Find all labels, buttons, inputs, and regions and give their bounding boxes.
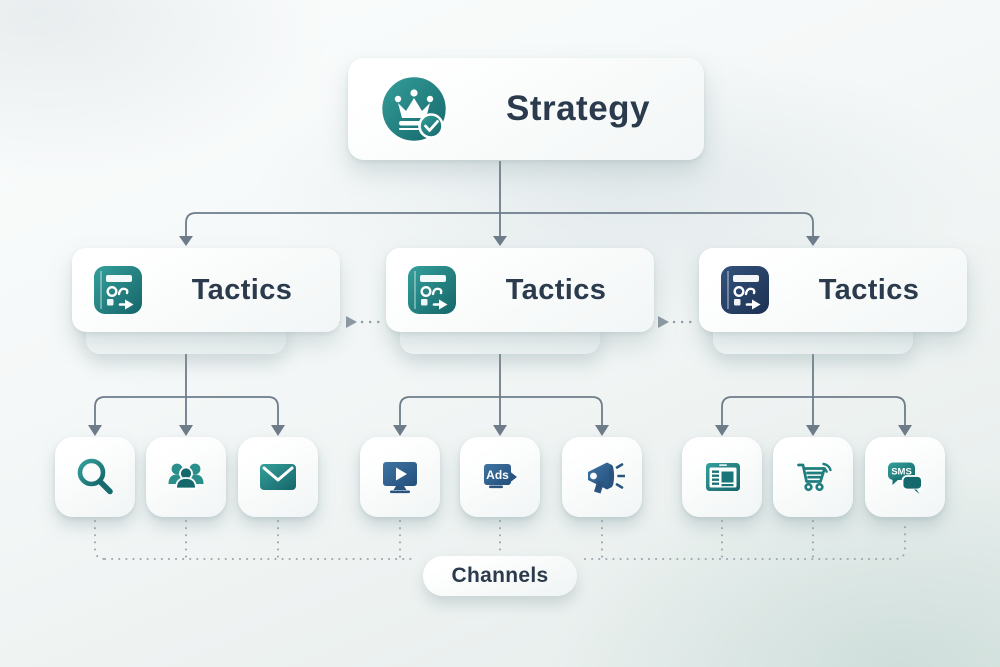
envelope-icon [260,464,296,490]
channel-tile-megaphone [562,437,642,517]
strategy-to-tactics-connector [185,161,814,237]
people-group-icon [168,463,204,490]
tablet-article-icon [706,463,740,491]
tactics-to-channels-connectors [94,343,906,425]
arrowheads-dotted [346,316,669,328]
arrowhead-down-icon [493,425,507,436]
ads-bubble-icon: Ads [484,464,517,489]
channel-tile-search [55,437,135,517]
strategy-node: Strategy [348,58,704,160]
channels-dotted-links [94,520,906,560]
channel-tile-social [146,437,226,517]
cart-wifi-icon [797,462,832,492]
arrowhead-right-icon [346,316,357,328]
channel-tile-sms: SMS [865,437,945,517]
channel-tile-ads: Ads [460,437,540,517]
arrowhead-down-icon [271,425,285,436]
channel-tile-ecommerce [773,437,853,517]
sms-icon-text: SMS [891,467,912,478]
channel-tile-email [238,437,318,517]
crown-check-icon [379,74,449,144]
channels-label: Channels [451,564,549,587]
tactics-node-1: Tactics [72,248,340,332]
channel-tile-newsletter [682,437,762,517]
arrowhead-down-icon [806,236,820,246]
arrowhead-down-icon [179,425,193,436]
megaphone-icon [588,462,625,494]
arrowhead-down-icon [898,425,912,436]
arrowhead-down-icon [393,425,407,436]
tactics-label: Tactics [818,273,920,306]
search-icon [77,458,113,495]
monitor-play-icon [383,462,417,494]
ads-icon-text: Ads [486,468,509,482]
arrowhead-down-icon [806,425,820,436]
arrowhead-down-icon [179,236,193,246]
planner-arrow-icon [721,266,769,314]
tactics-label: Tactics [191,273,293,306]
planner-arrow-icon [408,266,456,314]
arrowhead-down-icon [493,236,507,246]
tactics-node-2: Tactics [386,248,654,332]
arrowhead-right-icon [658,316,669,328]
arrowheads-top [179,236,820,246]
arrowhead-down-icon [595,425,609,436]
sms-chat-icon: SMS [888,462,923,494]
planner-arrow-icon [94,266,142,314]
channels-node: Channels [423,556,577,596]
channel-tile-video [360,437,440,517]
strategy-label: Strategy [505,89,651,128]
arrowhead-down-icon [715,425,729,436]
tactics-label: Tactics [505,273,607,306]
tactics-node-3: Tactics [699,248,967,332]
arrowhead-down-icon [88,425,102,436]
